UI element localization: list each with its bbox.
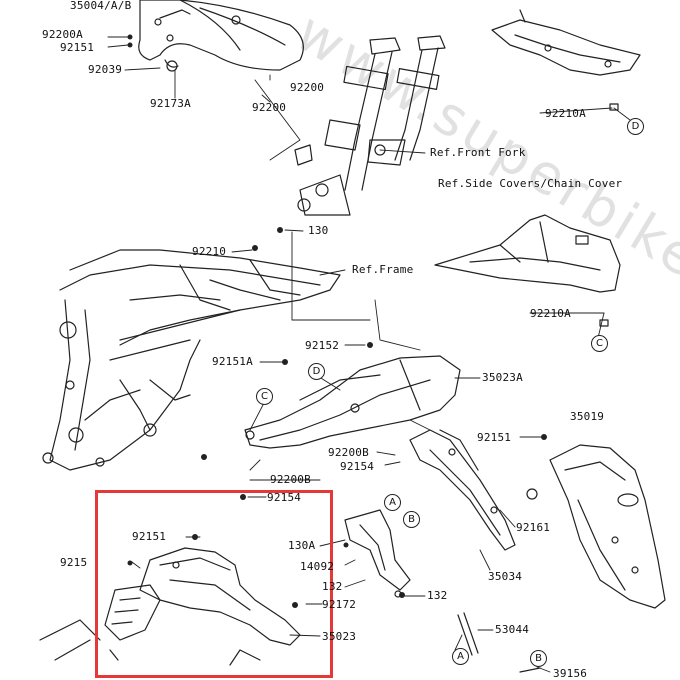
callout-d-mid: D	[308, 363, 325, 380]
callout-c-mid: C	[256, 388, 273, 405]
part-label-92039: 92039	[88, 63, 123, 76]
part-label-9215-box: 9215	[60, 556, 88, 569]
part-label-92172: 92172	[322, 598, 357, 611]
callout-a-low: A	[452, 648, 469, 665]
part-label-35004: 35004/A/B	[70, 0, 132, 12]
highlight-box	[95, 490, 333, 678]
callout-b-low: B	[530, 650, 547, 667]
callout-a-mid: A	[384, 494, 401, 511]
part-label-130: 130	[308, 224, 329, 237]
part-label-92200b: 92200B	[328, 446, 369, 459]
highlighted-cover-drawing	[39, 547, 301, 666]
bolt-39156-drawing	[519, 667, 541, 673]
hardware-markers	[127, 34, 547, 608]
part-label-92161: 92161	[516, 521, 551, 534]
part-label-35034: 35034	[488, 570, 523, 583]
part-label-92200-b: 92200	[252, 101, 287, 114]
side-cover-drawing	[434, 214, 621, 293]
part-label-92151a: 92151A	[212, 355, 253, 368]
callout-b-mid: B	[403, 511, 420, 528]
ref-front-fork-label: Ref.Front Fork	[430, 146, 526, 159]
part-label-92200a: 92200A	[42, 28, 83, 41]
part-label-92173a: 92173A	[150, 97, 191, 110]
part-label-35019: 35019	[570, 410, 605, 423]
part-label-53044: 53044	[495, 623, 530, 636]
part-label-132-b: 132	[427, 589, 448, 602]
part-label-39156: 39156	[553, 667, 588, 680]
part-label-92151-top: 92151	[60, 41, 95, 54]
callout-c-right: C	[591, 335, 608, 352]
part-label-14092: 14092	[300, 560, 335, 573]
part-label-92200-a: 92200	[290, 81, 325, 94]
seat-cowl-drawing	[244, 355, 461, 449]
part-label-92210: 92210	[192, 245, 227, 258]
frame-drawing	[42, 249, 341, 471]
ref-side-covers-label: Ref.Side Covers/Chain Cover	[438, 177, 623, 190]
part-label-92200b-low: 92200B	[270, 473, 311, 486]
grommets	[526, 103, 619, 500]
part-label-92154-low: 92154	[267, 491, 302, 504]
part-label-35023a: 35023A	[482, 371, 523, 384]
rod-drawing	[457, 612, 479, 656]
front-fork-drawing	[294, 35, 446, 216]
part-label-92154-mid: 92154	[340, 460, 375, 473]
callout-d-top: D	[627, 118, 644, 135]
front-fender-drawing	[138, 0, 304, 72]
rear-mudguard-drawing	[549, 444, 666, 609]
part-label-35023: 35023	[322, 630, 357, 643]
part-label-92151-right: 92151	[477, 431, 512, 444]
part-label-132-a: 132	[322, 580, 343, 593]
part-label-92151-box: 92151	[132, 530, 167, 543]
top-cover-drawing	[491, 9, 641, 76]
part-label-92210a-mid: 92210A	[530, 307, 571, 320]
leader-lines	[107, 36, 631, 673]
rear-fender-drawing	[409, 429, 516, 551]
part-label-130a: 130A	[288, 539, 316, 552]
ref-frame-label: Ref.Frame	[352, 263, 414, 276]
part-label-92152: 92152	[305, 339, 340, 352]
part-label-92210a-top: 92210A	[545, 107, 586, 120]
